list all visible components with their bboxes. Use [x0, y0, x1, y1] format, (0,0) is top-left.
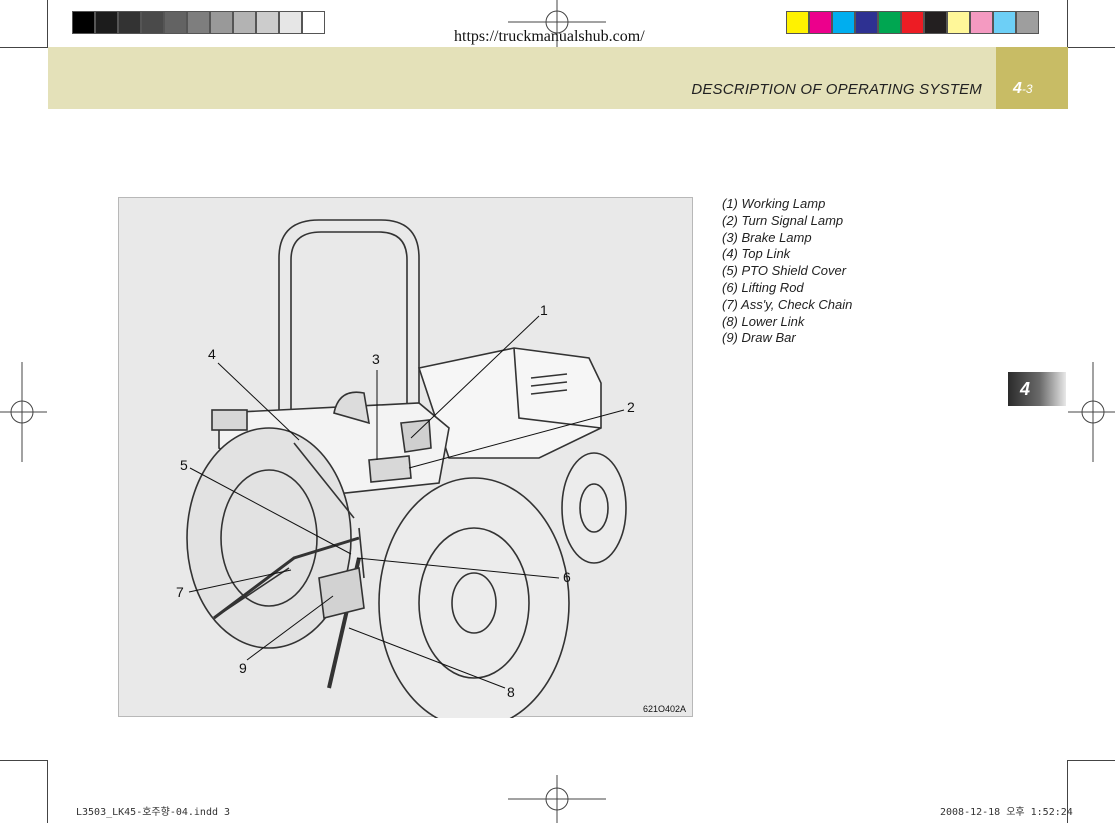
seat — [333, 391, 370, 425]
chapter-tab-label: 4 — [1020, 378, 1031, 399]
legend-item: (7) Ass'y, Check Chain — [722, 296, 853, 312]
color-swatch — [187, 11, 210, 34]
legend-item: (2) Turn Signal Lamp — [722, 212, 844, 228]
legend-item: (3) Brake Lamp — [722, 229, 812, 245]
header-band — [48, 47, 1068, 109]
color-swatch — [72, 11, 95, 34]
tractor-illustration — [186, 219, 627, 718]
color-swatch — [924, 11, 947, 34]
color-bar — [786, 11, 1039, 35]
crop-mark — [1067, 760, 1115, 761]
color-swatch — [901, 11, 924, 34]
leader-line-8 — [348, 627, 506, 689]
crop-mark — [0, 47, 48, 48]
legend-item: (4) Top Link — [722, 246, 791, 262]
callout-4: 4 — [208, 346, 216, 362]
rops-frame-inner — [290, 231, 408, 418]
footer-timestamp: 2008-12-18 오후 1:52:24 — [940, 807, 1073, 818]
color-swatch — [809, 11, 832, 34]
registration-mark-icon — [508, 0, 606, 47]
color-swatch — [993, 11, 1016, 34]
left-rear-tyre — [186, 427, 352, 649]
crop-mark — [1067, 47, 1115, 48]
leader-line-5 — [189, 467, 352, 555]
color-swatch — [832, 11, 855, 34]
callout-3: 3 — [372, 351, 380, 367]
crop-mark — [0, 760, 48, 761]
color-swatch — [970, 11, 993, 34]
lifting-rod — [358, 527, 365, 579]
registration-mark-icon — [0, 362, 47, 462]
page-number: 4-3 — [1013, 80, 1033, 98]
source-url[interactable]: https://truckmanualshub.com/ — [454, 28, 645, 45]
callout-6: 6 — [563, 569, 571, 585]
callout-8: 8 — [507, 684, 515, 700]
turn-signal-lamp-left — [211, 409, 248, 431]
leader-line-9 — [246, 595, 334, 661]
legend-item: (8) Lower Link — [722, 313, 805, 329]
color-swatch — [786, 11, 809, 34]
section-title: DESCRIPTION OF OPERATING SYSTEM — [691, 81, 982, 98]
color-swatch — [947, 11, 970, 34]
crop-mark — [1067, 0, 1068, 48]
brake-lamp — [368, 455, 412, 483]
rops-frame — [278, 219, 420, 418]
color-swatch — [256, 11, 279, 34]
crop-mark — [47, 0, 48, 48]
color-swatch — [878, 11, 901, 34]
footer-filename: L3503_LK45-호주향-04.indd 3 — [76, 807, 231, 818]
registration-mark-icon — [1068, 362, 1115, 462]
leader-line-1 — [410, 315, 540, 439]
registration-mark-icon — [508, 775, 606, 823]
leader-line-4 — [217, 362, 300, 441]
color-swatch — [164, 11, 187, 34]
legend-item: (5) PTO Shield Cover — [722, 263, 847, 279]
crop-mark — [47, 760, 48, 823]
left-lower-link — [213, 536, 360, 620]
parts-legend: (1) Working Lamp (2) Turn Signal Lamp (3… — [722, 196, 852, 347]
page-number-tab — [996, 47, 1068, 109]
draw-bar — [318, 567, 365, 619]
color-swatch — [302, 11, 325, 34]
legend-item: (1) Working Lamp — [722, 196, 826, 211]
figure-code: 621O402A — [643, 704, 687, 714]
legend-item: (6) Lifting Rod — [722, 279, 804, 295]
front-tyre — [561, 452, 627, 564]
tractor-figure: 1 2 3 4 5 6 7 8 9 — [118, 197, 693, 718]
callout-5: 5 — [180, 457, 188, 473]
callout-9: 9 — [239, 660, 247, 676]
color-swatch — [233, 11, 256, 34]
leader-line-6 — [356, 557, 560, 579]
grayscale-bar — [72, 11, 325, 35]
callout-1: 1 — [540, 302, 548, 318]
color-swatch — [1016, 11, 1039, 34]
color-swatch — [95, 11, 118, 34]
right-rear-tyre — [378, 477, 570, 718]
leader-line-7 — [188, 569, 292, 593]
color-swatch — [279, 11, 302, 34]
color-swatch — [210, 11, 233, 34]
color-swatch — [118, 11, 141, 34]
crop-mark — [1067, 760, 1068, 823]
page-sub: -3 — [1021, 82, 1033, 96]
color-swatch — [141, 11, 164, 34]
callout-2: 2 — [627, 399, 635, 415]
chapter-tab: 4 — [1008, 372, 1066, 406]
top-link — [293, 442, 355, 519]
working-lamp — [400, 419, 432, 453]
page-chapter: 4 — [1013, 80, 1022, 97]
color-swatch — [855, 11, 878, 34]
legend-item: (9) Draw Bar — [722, 330, 796, 346]
leader-line-2 — [408, 409, 625, 469]
callout-7: 7 — [176, 584, 184, 600]
